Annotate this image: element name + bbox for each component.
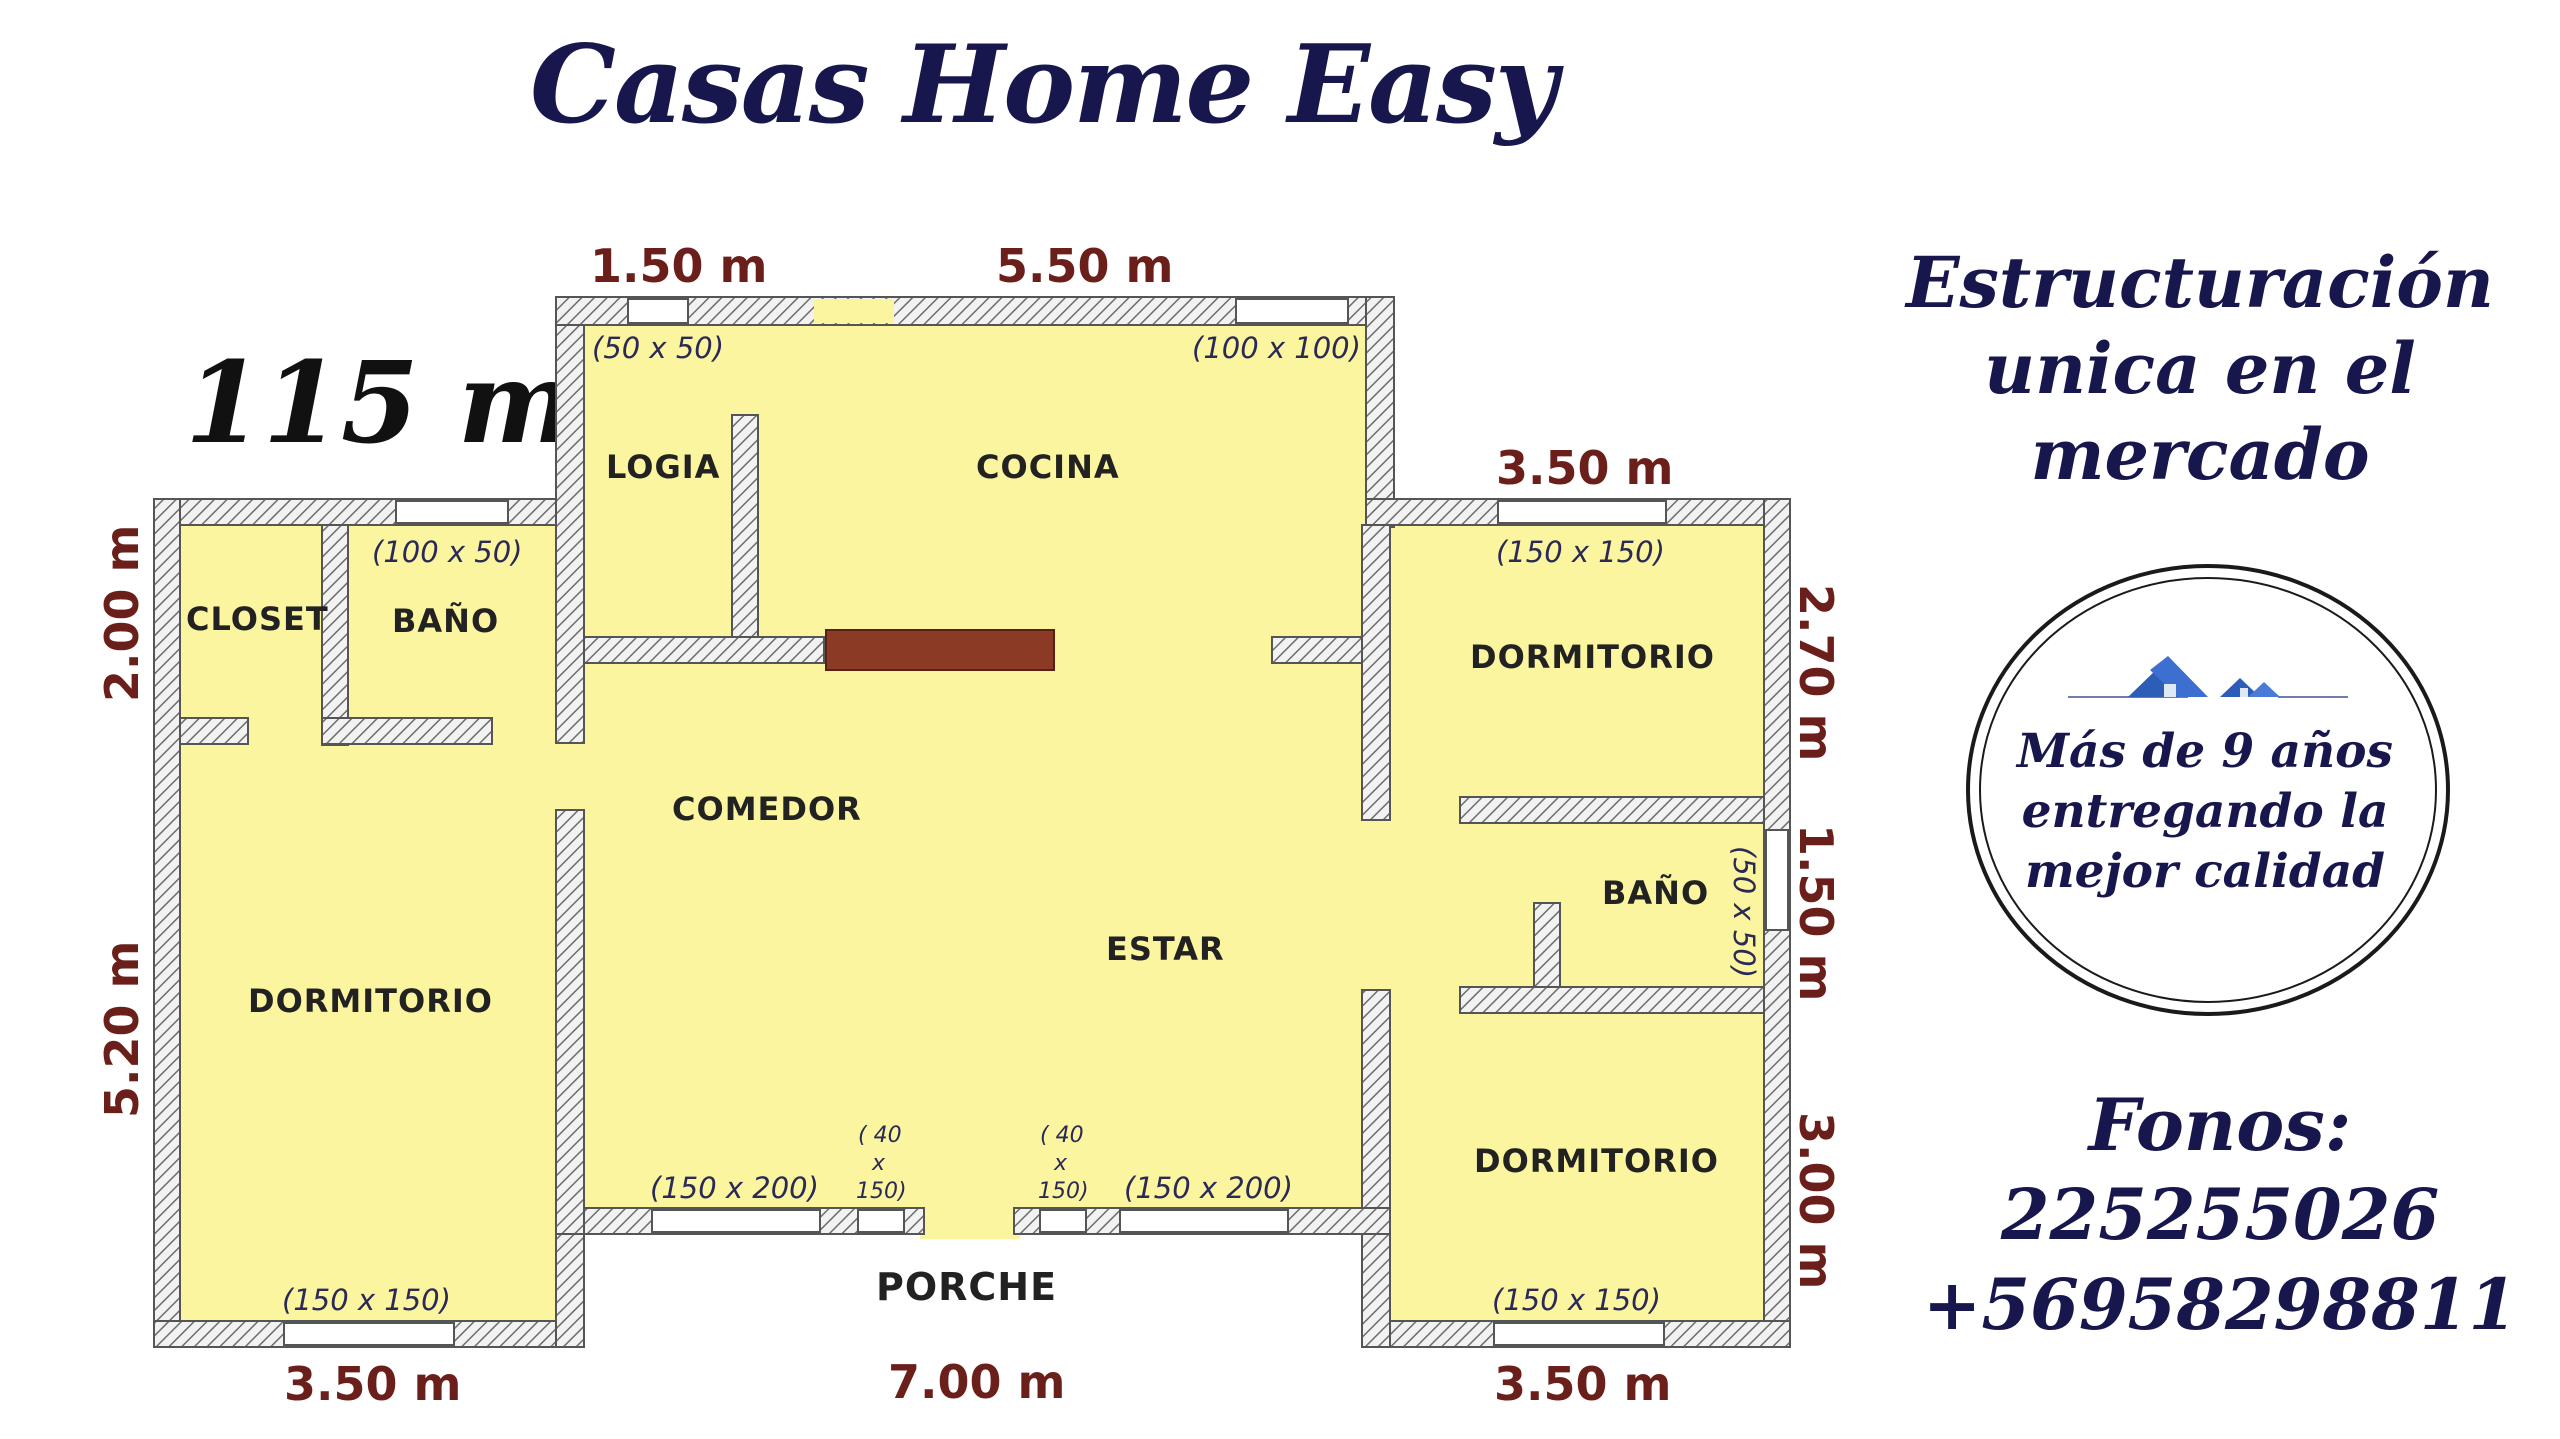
experience-badge [1966, 564, 2450, 1016]
window-label-door-left-2: x [871, 1151, 886, 1176]
floor-porch [920, 1234, 1020, 1239]
area-label: 115 m2 [185, 338, 611, 488]
window-openings [283, 298, 1789, 1346]
room-label-porche: PORCHE [876, 1265, 1057, 1309]
window-label-logia: (50 x 50) [592, 331, 724, 365]
badge-line-2: entregando la [2021, 784, 2389, 839]
room-label-comedor: COMEDOR [672, 790, 862, 828]
dimension-right-mid: 1.50 m [1789, 824, 1843, 1001]
window-bano-right [1765, 829, 1789, 931]
phone-number-1: 225255026 [2000, 1173, 2440, 1256]
room-label-closet: CLOSET [186, 600, 329, 638]
phone-number-2: +56958298811 [1922, 1263, 2518, 1346]
wall-center-right [1365, 296, 1395, 528]
dimension-right-lower: 3.00 m [1789, 1112, 1843, 1289]
window-cocina [1235, 298, 1349, 324]
window-label-bano-right: (50 x 50) [1727, 846, 1761, 978]
wall-logia-bottom [583, 636, 825, 664]
room-label-cocina: COCINA [976, 448, 1120, 486]
floor-left-wing [180, 525, 580, 1320]
dimension-bottom-left: 3.50 m [284, 1357, 461, 1411]
window-label-bano-left: (100 x 50) [372, 535, 522, 569]
floor-right-wing [1380, 522, 1770, 1320]
window-label-front-left: (150 x 200) [650, 1171, 819, 1205]
window-dorm-right-bottom [1493, 1322, 1665, 1346]
window-dorm-top-right [1497, 500, 1667, 524]
dimension-left-lower: 5.20 m [95, 941, 149, 1118]
wall-dorm-left-right [555, 809, 585, 1235]
dimension-top-logia: 1.50 m [590, 239, 767, 293]
window-door-right [1039, 1209, 1087, 1233]
dimension-left-upper: 2.00 m [95, 525, 149, 702]
window-label-cocina: (100 x 100) [1192, 331, 1361, 365]
slogan-line-1: Estructuración [1906, 241, 2494, 324]
wall-logia-right [731, 414, 759, 638]
window-label-door-right-1: ( 40 [1040, 1123, 1084, 1148]
floor-areas [180, 312, 1770, 1320]
window-label-dorm-top-right: (150 x 150) [1496, 535, 1665, 569]
dimension-top-cocina: 5.50 m [996, 239, 1173, 293]
badge-line-3: mejor calidad [2024, 844, 2386, 899]
window-logia [627, 298, 689, 324]
wall-bano-right-bottom [1459, 986, 1765, 1014]
opening-cocina-door [814, 299, 894, 323]
dimension-right-upper: 2.70 m [1789, 584, 1843, 761]
interior-walls [179, 414, 1765, 1235]
window-label-door-left-1: ( 40 [858, 1123, 902, 1148]
window-dorm-left-bottom [283, 1322, 455, 1346]
window-label-door-right-3: 150) [1038, 1179, 1089, 1204]
room-label-dormitorio-bottom-right: DORMITORIO [1474, 1142, 1719, 1180]
wall-kitchen-right-stub [1271, 636, 1369, 664]
contact-block: Fonos: 225255026 +56958298811 [1920, 1080, 2520, 1350]
wall-bano-bottom [321, 717, 493, 745]
room-label-bano-left: BAÑO [392, 602, 499, 640]
badge-text: Más de 9 años entregando la mejor calida… [1990, 722, 2420, 902]
wall-center-left [555, 296, 585, 744]
contact-label: Fonos: [2088, 1082, 2352, 1167]
window-label-dorm-left-bottom: (150 x 150) [282, 1283, 451, 1317]
room-label-estar: ESTAR [1106, 930, 1225, 968]
area-value: 115 m [185, 338, 577, 469]
wall-dorm-top-right-bottom [1459, 796, 1765, 824]
page-title: Casas Home Easy [530, 22, 1558, 148]
slogan-line-3: mercado [2030, 413, 2370, 496]
window-front-left [651, 1209, 821, 1233]
dimension-bottom-mid: 7.00 m [888, 1355, 1065, 1409]
wall-closet-bottom [179, 717, 249, 745]
wall-left-outer [153, 498, 181, 1348]
window-label-front-right: (150 x 200) [1124, 1171, 1293, 1205]
slogan: Estructuración unica en el mercado [1890, 240, 2510, 498]
wall-closet-right [321, 524, 349, 746]
room-label-logia: LOGIA [606, 448, 720, 486]
dimension-top-right: 3.50 m [1496, 441, 1673, 495]
window-front-right [1119, 1209, 1289, 1233]
wall-bano-right-left [1533, 902, 1561, 988]
room-label-bano-right: BAÑO [1602, 874, 1709, 912]
kitchen-counter [825, 629, 1055, 671]
houses-logo-icon [2068, 656, 2348, 698]
window-label-door-left-3: 150) [856, 1179, 907, 1204]
floor-center [580, 312, 1380, 1234]
dimension-bottom-right: 3.50 m [1494, 1357, 1671, 1411]
wall-right-inner-left [1361, 989, 1391, 1348]
slogan-line-2: unica en el [1984, 327, 2416, 410]
badge-line-1: Más de 9 años [2017, 724, 2393, 779]
window-label-door-right-2: x [1053, 1151, 1068, 1176]
badge-outer-ring [1966, 564, 2450, 1016]
room-label-dormitorio-left: DORMITORIO [248, 982, 493, 1020]
window-label-dorm-right-bottom: (150 x 150) [1492, 1283, 1661, 1317]
window-door-left [857, 1209, 905, 1233]
room-label-dormitorio-top-right: DORMITORIO [1470, 638, 1715, 676]
wall-dorm-top-right-left [1361, 524, 1391, 821]
badge-inner-ring [1979, 577, 2437, 1003]
window-bano-left [395, 500, 509, 524]
